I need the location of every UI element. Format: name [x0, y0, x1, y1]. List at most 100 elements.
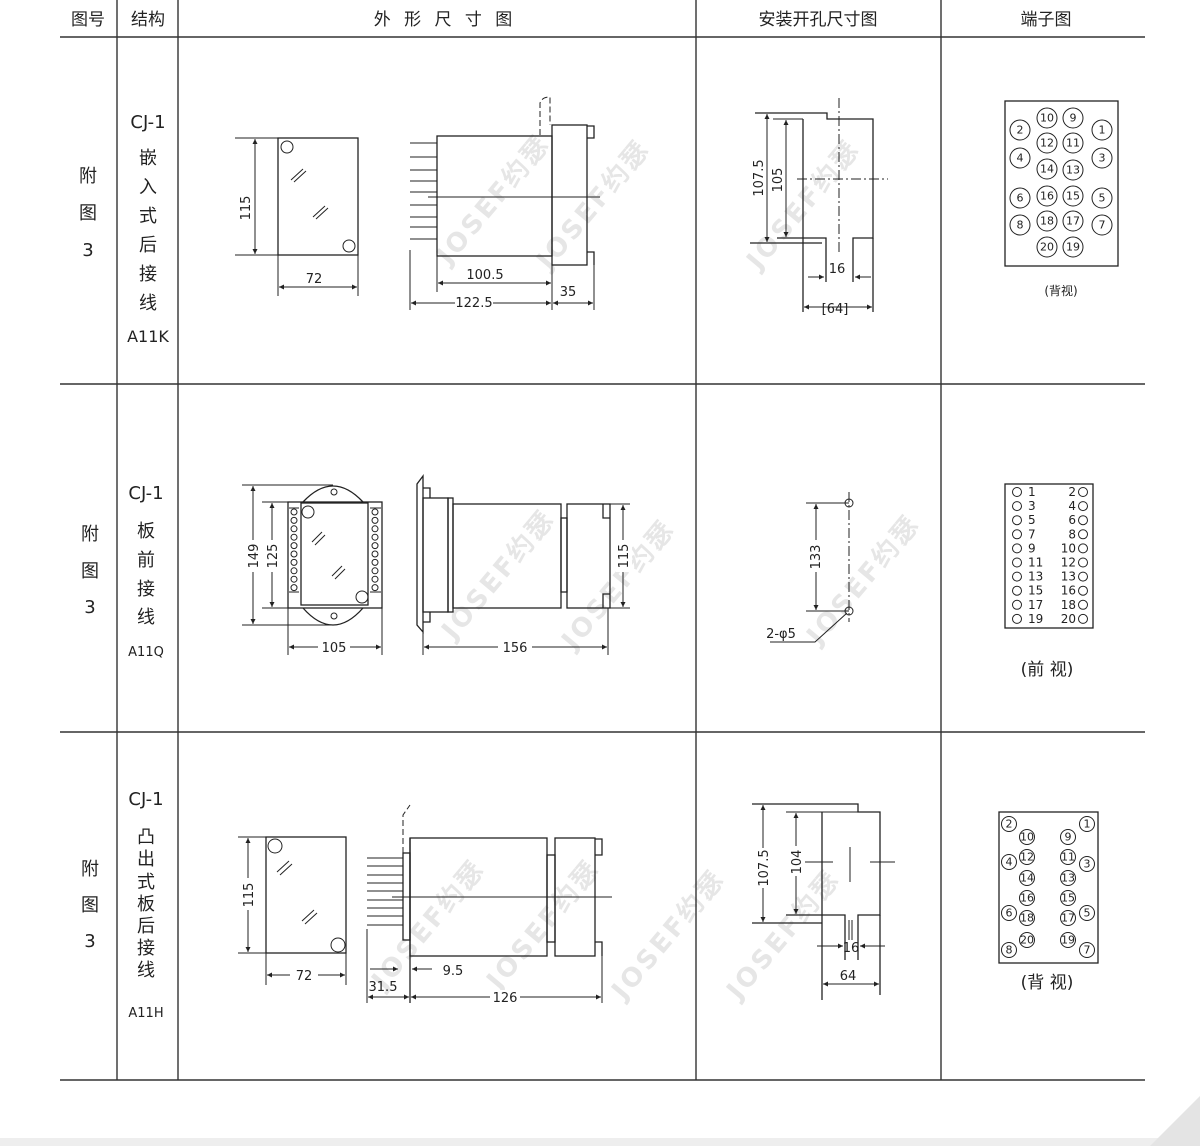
- terminal-circle: [1036, 107, 1058, 129]
- model-label: CJ-1: [128, 789, 163, 810]
- terminal-number: 9: [1028, 541, 1036, 555]
- dim-body-length: 100.5: [466, 268, 503, 283]
- terminal-circle: [1060, 890, 1076, 906]
- structure-char: 后: [137, 916, 155, 937]
- terminal-number: 13: [1028, 570, 1043, 584]
- terminal: 13: [1060, 870, 1076, 886]
- structure-char: 入: [139, 177, 157, 198]
- dim-depth: 156: [503, 641, 528, 656]
- structure-char: 线: [137, 960, 155, 981]
- terminal: 16: [1019, 890, 1035, 906]
- terminal-circle: [1012, 529, 1022, 540]
- terminal: 14: [1019, 870, 1035, 886]
- code-label: A11K: [127, 327, 169, 346]
- terminal: 6: [1009, 187, 1031, 209]
- front-view-drawing: 115 72: [235, 137, 359, 296]
- terminal-number: 17: [1061, 912, 1075, 925]
- terminal-screw: [371, 525, 379, 533]
- terminal-number: 7: [1099, 219, 1106, 232]
- terminal-number: 16: [1040, 190, 1054, 203]
- header-structure: 结构: [131, 10, 165, 30]
- terminal: 3: [1091, 147, 1113, 169]
- terminal-number: 20: [1040, 241, 1054, 254]
- terminal-circle: [1012, 515, 1022, 526]
- terminal-number: 16: [1020, 892, 1034, 905]
- terminal-caption: (前 视): [1021, 660, 1074, 680]
- terminal: 11: [1062, 132, 1084, 154]
- dim-rear-height: 115: [617, 544, 632, 569]
- cutout-drawing: 107.5 104 16 64: [752, 803, 895, 1000]
- terminal-number: 9: [1070, 112, 1077, 125]
- structure-char: 式: [137, 872, 155, 893]
- terminal-circle: [1079, 942, 1095, 958]
- cutout-drawing: 133 2-φ5: [766, 492, 854, 643]
- structure-char: 前: [137, 550, 155, 571]
- terminal-circle: [1091, 147, 1113, 169]
- code-label: A11Q: [128, 645, 164, 660]
- terminal-circle: [1012, 501, 1022, 512]
- structure-char: 式: [139, 206, 157, 227]
- structure-char: 板: [137, 521, 155, 542]
- row-a11k: 附 图 3 CJ-1 嵌 入 式 后 接 线 A11K 115 72: [79, 96, 1119, 346]
- terminal-number: 5: [1084, 907, 1091, 920]
- terminal-circle: [1012, 599, 1022, 610]
- terminal-circle: [1019, 829, 1035, 845]
- dim-total-length: 122.5: [455, 296, 492, 311]
- dim-width: 72: [296, 969, 313, 984]
- terminal-screw: [371, 542, 379, 550]
- terminal-circle: [1078, 599, 1088, 610]
- row-a11q: 附 图 3 CJ-1 板 前 接 线 A11Q: [81, 474, 1094, 680]
- page-bottom-shadow: [0, 1138, 1200, 1146]
- fig-label: 图: [79, 203, 97, 224]
- terminal-circle: [1060, 849, 1076, 865]
- terminal-circle: [1001, 905, 1017, 921]
- terminal-number: 14: [1040, 163, 1054, 176]
- terminal-circle: [1060, 910, 1076, 926]
- terminal-number: 4: [1017, 152, 1024, 165]
- header-fig-no: 图号: [71, 10, 105, 30]
- terminal: 2: [1001, 816, 1017, 832]
- front-view-drawing: 115 72: [238, 836, 347, 985]
- cutout-drawing: 107.5 105 16 [64]: [750, 98, 888, 317]
- terminal: 14: [1036, 158, 1058, 180]
- dim-width: 72: [306, 272, 323, 287]
- terminal-screw: [290, 567, 298, 575]
- terminal-circle: [1019, 870, 1035, 886]
- structure-char: 线: [139, 293, 157, 314]
- terminal: 8: [1001, 942, 1017, 958]
- terminal-number: 12: [1040, 137, 1054, 150]
- watermark: JOSEF约瑟: [604, 864, 731, 1007]
- terminal: 10: [1019, 829, 1035, 845]
- terminal-circle: [1001, 854, 1017, 870]
- terminal-circle: [1078, 585, 1088, 596]
- fig-label: 图: [81, 561, 99, 582]
- terminal-circle: [1019, 849, 1035, 865]
- terminal: 2: [1009, 119, 1031, 141]
- terminal-circle: [1078, 571, 1088, 582]
- terminal-number: 4: [1006, 856, 1013, 869]
- terminal-number: 13: [1066, 164, 1080, 177]
- terminal-screw: [371, 508, 379, 516]
- terminal: 12: [1019, 849, 1035, 865]
- terminal: 3: [1079, 856, 1095, 872]
- terminal: 10: [1036, 107, 1058, 129]
- structure-char: 凸: [137, 827, 155, 848]
- header-outline: 外 形 尺 寸 图: [374, 10, 517, 30]
- terminal-number: 20: [1020, 934, 1034, 947]
- terminal-number: 5: [1028, 513, 1036, 527]
- terminal-number: 10: [1020, 831, 1034, 844]
- terminal-screw: [371, 516, 379, 524]
- terminal: 7: [1091, 214, 1113, 236]
- terminal-number: 3: [1099, 152, 1106, 165]
- terminal-number: 8: [1017, 219, 1024, 232]
- terminal: 5: [1091, 187, 1113, 209]
- terminal-circle: [1012, 571, 1022, 582]
- structure-char: 接: [139, 264, 157, 285]
- terminal-circle: [1012, 585, 1022, 596]
- structure-char: 接: [137, 938, 155, 959]
- terminal-screw: [290, 550, 298, 558]
- dim-height: 125: [266, 544, 281, 569]
